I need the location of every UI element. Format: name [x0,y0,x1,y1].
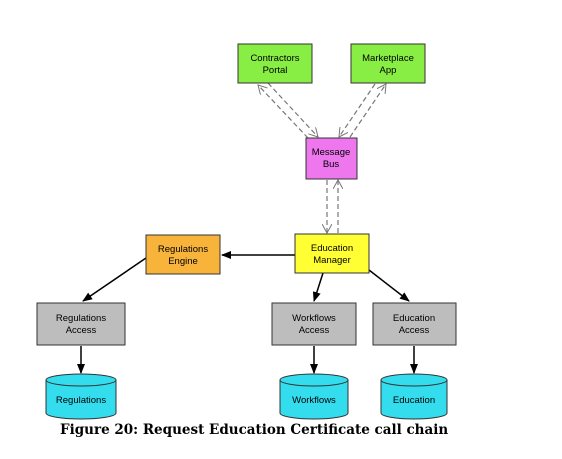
regulations-engine-label-2: Engine [168,256,198,267]
education-db-label: Education [393,395,435,406]
education-manager-box: Education Manager [294,233,370,274]
contractors-portal-rect [237,43,313,84]
regulations-access-label-2: Access [66,325,97,336]
workflows-db-label: Workflows [292,395,336,406]
marketplace-app-rect [350,43,426,84]
arrow-manager-to-education-access [368,269,410,302]
regulations-engine-rect [145,234,221,275]
regulations-engine-box: Regulations Engine [145,234,221,275]
education-access-label-2: Access [399,325,430,336]
education-manager-label-2: Manager [313,255,351,266]
contractors-portal-box: Contractors Portal [237,43,313,84]
regulations-engine-label-1: Regulations [158,244,208,255]
link-app-to-bus [339,83,376,137]
education-access-rect [372,302,457,346]
link-bus-to-app [349,84,386,138]
message-bus-label-1: Message [312,147,351,158]
regulations-access-rect [36,302,126,346]
call-arrows [77,251,418,374]
education-manager-label-1: Education [311,243,353,254]
arrow-engine-to-regulations-access [82,257,147,302]
contractors-portal-label-2: Portal [263,65,288,76]
education-db-icon: Education [380,373,448,420]
education-access-label-1: Education [393,313,435,324]
link-bus-to-portal [258,85,309,139]
marketplace-app-label-1: Marketplace [362,53,414,64]
regulations-db-label: Regulations [56,395,106,406]
regulations-access-label-1: Regulations [56,313,106,324]
regulations-db-icon: Regulations [45,373,117,420]
regulations-access-box: Regulations Access [36,302,126,346]
workflows-access-box: Workflows Access [271,302,357,346]
dashed-links [258,82,386,233]
message-bus-rect [305,137,358,180]
education-manager-rect [294,233,370,274]
message-bus-box: Message Bus [305,137,358,180]
figure-caption: Figure 20: Request Education Certificate… [60,422,449,438]
marketplace-app-label-2: App [380,65,397,76]
contractors-portal-label-1: Contractors [250,53,299,64]
workflows-access-rect [271,302,357,346]
education-access-box: Education Access [372,302,457,346]
arrow-manager-to-workflows-access [312,272,324,302]
marketplace-app-box: Marketplace App [350,43,426,84]
link-portal-to-bus [267,82,318,137]
workflows-access-label-2: Access [299,325,330,336]
workflows-access-label-1: Workflows [292,313,336,324]
workflows-db-icon: Workflows [279,373,349,420]
message-bus-label-2: Bus [323,159,340,170]
